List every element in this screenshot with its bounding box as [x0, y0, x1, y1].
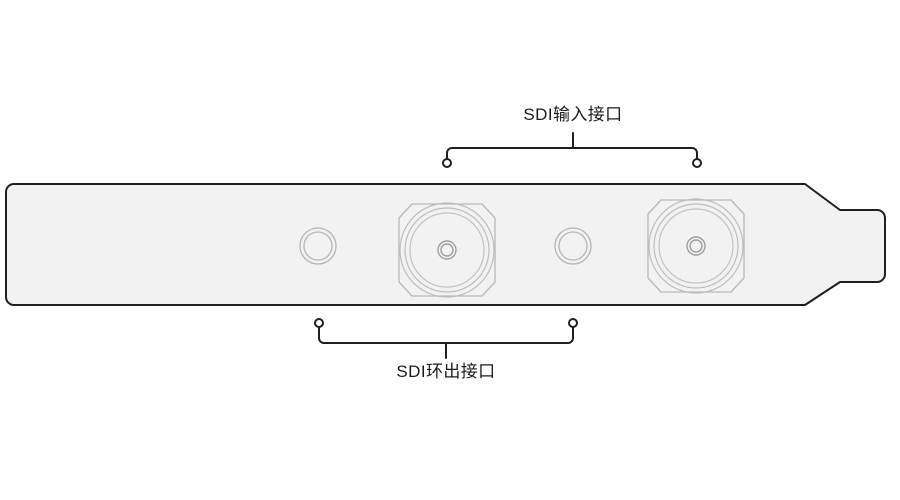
screw-hole-left — [299, 227, 337, 265]
screw-hole-right — [554, 227, 592, 265]
bnc-connector-input-1 — [647, 198, 745, 294]
callout-endpoint-circle — [568, 318, 578, 328]
callout-label-sdi-input: SDI输入接口 — [523, 105, 623, 124]
callout-sdi-loop-out-leader — [314, 318, 578, 359]
callout-endpoint-circle — [442, 158, 452, 168]
callout-sdi-input-leader — [442, 132, 702, 168]
bnc-connector-loop-out-1 — [398, 202, 496, 298]
callout-endpoint-circle — [692, 158, 702, 168]
callout-endpoint-circle — [314, 318, 324, 328]
callout-label-sdi-loop-out: SDI环出接口 — [396, 362, 496, 381]
